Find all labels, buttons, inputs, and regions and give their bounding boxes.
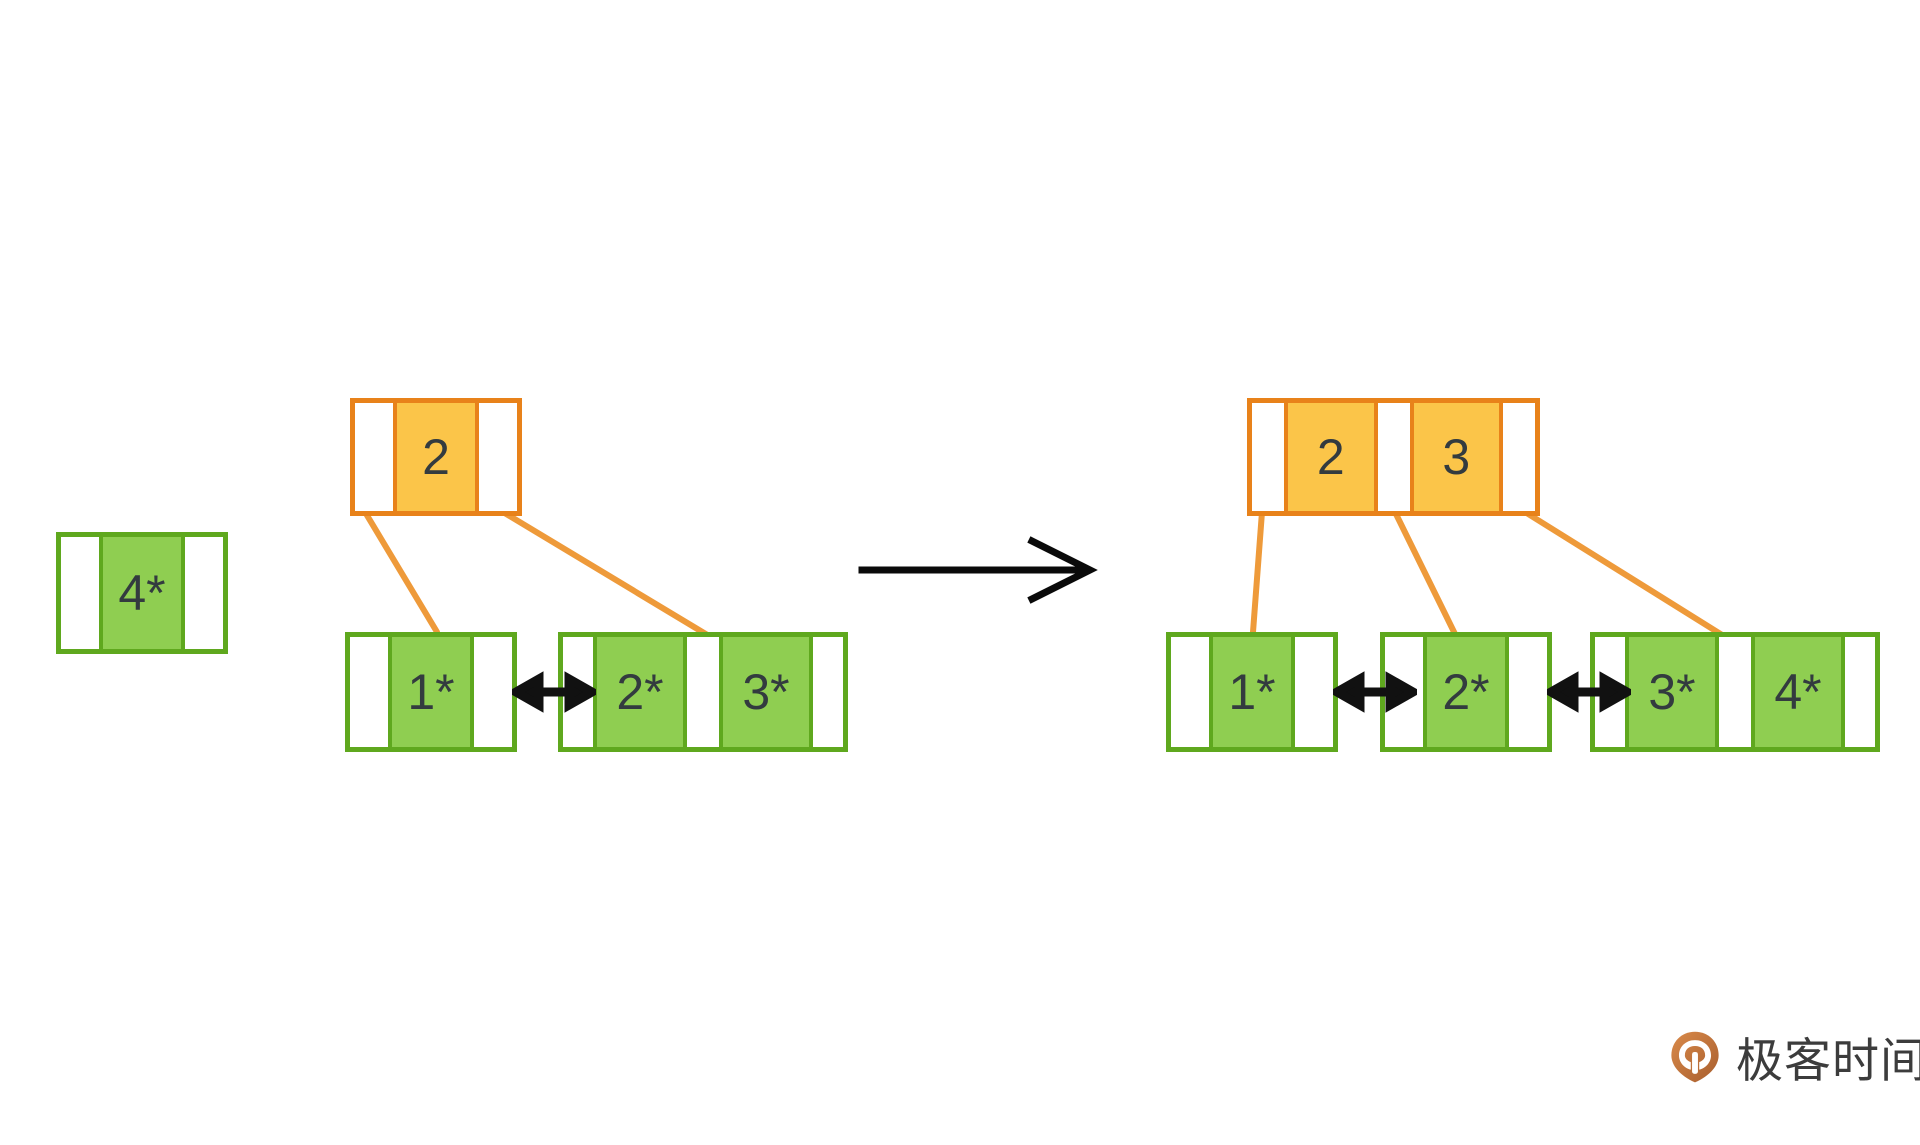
- key-cell: 2: [1284, 403, 1378, 511]
- pointer-cell: [813, 637, 843, 747]
- key-cell: 2*: [593, 637, 687, 747]
- pointer-cell: [1377, 403, 1410, 511]
- edge-right-root-to-leaf2: [1392, 509, 1458, 637]
- pointer-cell: [185, 537, 223, 649]
- pointer-cell: [479, 403, 517, 511]
- pointer-cell: [1171, 637, 1209, 747]
- before-leaf-node-2: 2* 3*: [558, 632, 848, 752]
- key-cell: 3: [1409, 403, 1503, 511]
- before-sibling-link-1: [512, 671, 596, 713]
- pointer-cell: [474, 637, 512, 747]
- incoming-leaf-node: 4*: [56, 532, 228, 654]
- key-cell: 4*: [1751, 637, 1845, 747]
- after-root-node: 2 3: [1247, 398, 1540, 516]
- pointer-cell: [1503, 403, 1535, 511]
- after-sibling-link-2: [1547, 671, 1631, 713]
- after-sibling-link-1: [1333, 671, 1417, 713]
- pointer-cell: [687, 637, 719, 747]
- pointer-cell: [1295, 637, 1333, 747]
- before-root-node: 2: [350, 398, 522, 516]
- edge-left-root-to-leaf2: [500, 509, 712, 639]
- edge-right-root-to-leaf3: [1522, 509, 1730, 641]
- pointer-cell: [1509, 637, 1547, 747]
- key-cell: 4*: [99, 537, 185, 649]
- after-leaf-node-1: 1*: [1166, 632, 1338, 752]
- key-cell: 1*: [388, 637, 474, 747]
- pointer-cell: [350, 637, 388, 747]
- geektime-logo-icon: [1671, 1031, 1719, 1082]
- key-cell: 1*: [1209, 637, 1295, 747]
- watermark: 极客时间: [1668, 1022, 1920, 1091]
- watermark-text: 极客时间: [1736, 1034, 1920, 1089]
- edge-right-root-to-leaf1: [1250, 509, 1265, 635]
- after-leaf-node-3: 3* 4*: [1590, 632, 1880, 752]
- key-cell: 3*: [719, 637, 813, 747]
- pointer-cell: [1252, 403, 1284, 511]
- after-leaf-node-2: 2*: [1380, 632, 1552, 752]
- pointer-cell: [1719, 637, 1751, 747]
- key-cell: 2: [393, 403, 479, 511]
- pointer-cell: [1845, 637, 1875, 747]
- pointer-cell: [355, 403, 393, 511]
- transform-arrow: [858, 536, 1098, 604]
- edge-left-root-to-leaf1: [362, 509, 440, 635]
- pointer-cell: [61, 537, 99, 649]
- before-leaf-node-1: 1*: [345, 632, 517, 752]
- key-cell: 2*: [1423, 637, 1509, 747]
- key-cell: 3*: [1625, 637, 1719, 747]
